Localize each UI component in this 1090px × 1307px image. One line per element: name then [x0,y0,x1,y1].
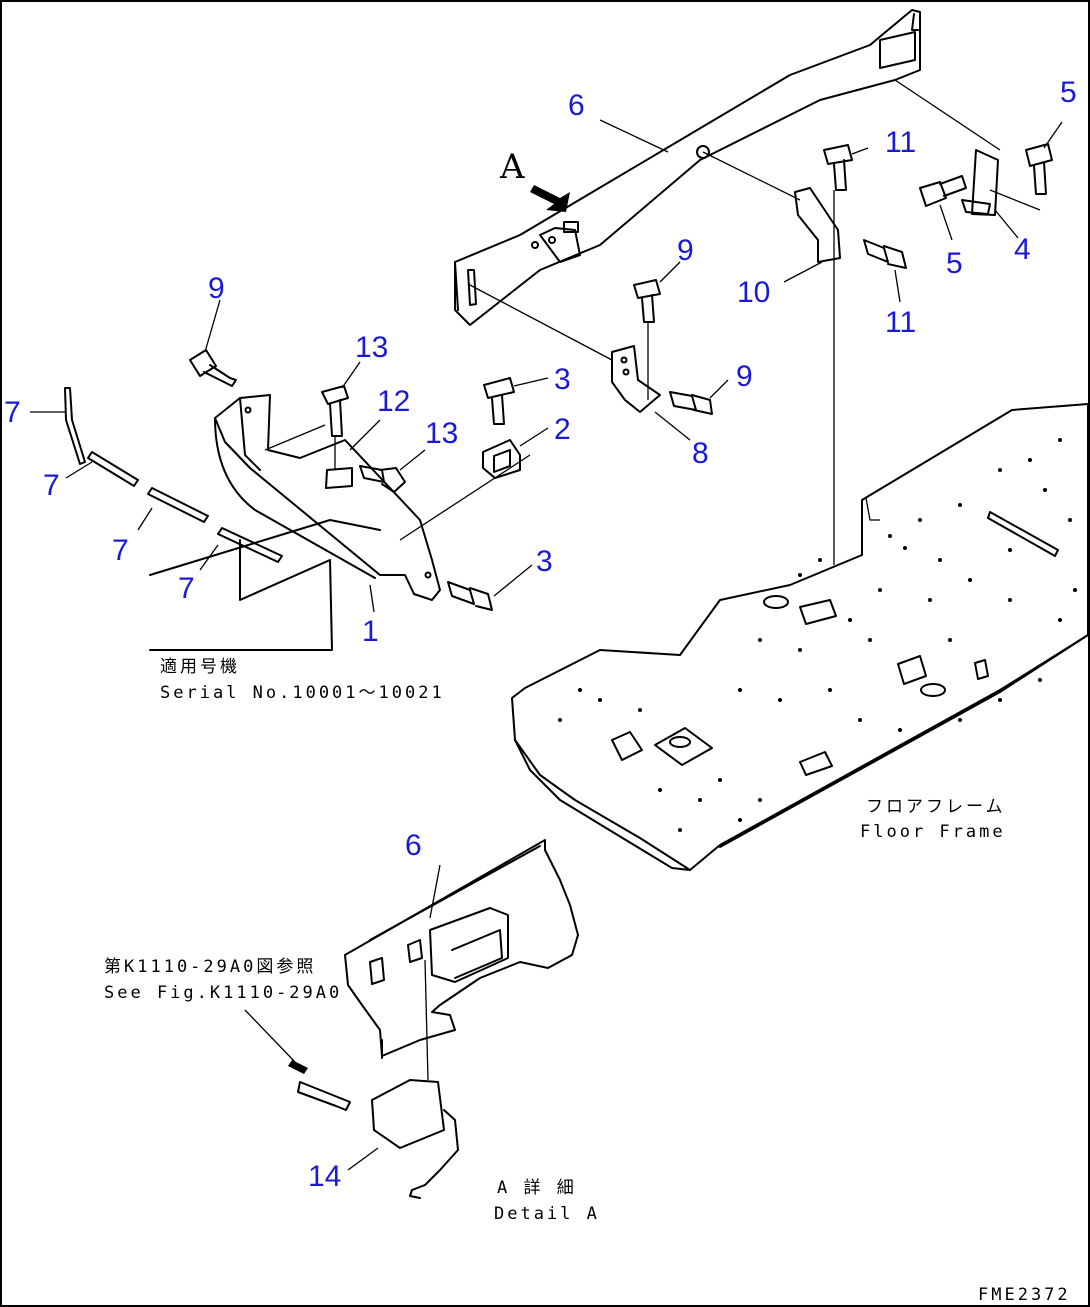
callout-5-left: 5 [946,247,963,280]
callout-7-c: 7 [112,534,129,567]
floor-frame-label-en: Floor Frame [860,822,1006,842]
serial-note-jp: 適用号機 [160,657,240,677]
view-label-a: A [499,147,525,187]
bracket-10 [794,187,841,263]
bolt-9-right [669,391,713,415]
floor-frame [511,403,1089,871]
see-fig-note-jp: 第K1110-29A0図参照 [104,957,316,977]
callout-9-upper: 9 [677,234,694,267]
callout-6-top: 6 [568,89,585,122]
callout-8: 8 [692,437,709,470]
callout-labels: 6 11 5 5 4 10 11 9 9 8 9 13 12 13 3 2 3 … [4,76,1077,1193]
bolt-5-left [919,175,967,207]
callout-6-detail: 6 [405,829,422,862]
callout-4: 4 [1014,233,1031,266]
callout-14: 14 [308,1160,341,1193]
bolt-11-lower [863,239,907,269]
callout-leaders [30,119,1063,613]
detail-a-label-en: Detail A [494,1204,600,1224]
bolt-13-horizontal [359,465,406,493]
assembly-lines [264,79,1041,565]
figure-code: FME2372 [978,1285,1071,1305]
floor-frame-holes [558,438,1077,832]
callout-11-bottom: 11 [885,306,916,339]
bolt-11-upper [823,144,853,191]
bolt-3-lower [447,581,493,611]
callout-10: 10 [737,276,770,309]
handrail-1 [214,394,441,601]
callout-7-a: 7 [4,396,21,429]
callout-9-right: 9 [736,360,753,393]
callout-2: 2 [554,413,571,446]
callout-1: 1 [362,615,379,648]
callout-12: 12 [377,385,410,418]
callout-13-upper: 13 [355,331,388,364]
bolt-9-left [189,349,237,387]
bracket-4 [961,149,999,216]
strips-7 [64,387,283,563]
bracket-2 [482,439,521,479]
bolt-5-right [1025,143,1053,195]
bolt-3-upper [483,377,515,425]
serial-note-en: Serial No.10001～10021 [160,683,445,703]
callout-7-b: 7 [43,469,60,502]
callout-7-d: 7 [178,572,195,605]
callout-13-lower: 13 [425,417,458,450]
callout-9-left: 9 [208,272,225,305]
view-arrow-a [530,185,570,212]
plate-12 [325,467,353,489]
bolt-9-upper [633,279,661,323]
callout-3-lower: 3 [536,545,553,578]
floor-frame-label-jp: フロアフレーム [866,797,1006,817]
bracket-8 [611,345,661,413]
detail-a-label-jp: A 詳 細 [497,1178,577,1198]
see-fig-note-en: See Fig.K1110-29A0 [104,983,342,1003]
callout-5-right: 5 [1060,76,1077,109]
bolt-13-vertical [321,385,349,437]
callout-11-top: 11 [885,126,916,159]
callout-3-upper: 3 [554,363,571,396]
detail-a [244,839,579,1199]
rail-6 [454,9,921,326]
